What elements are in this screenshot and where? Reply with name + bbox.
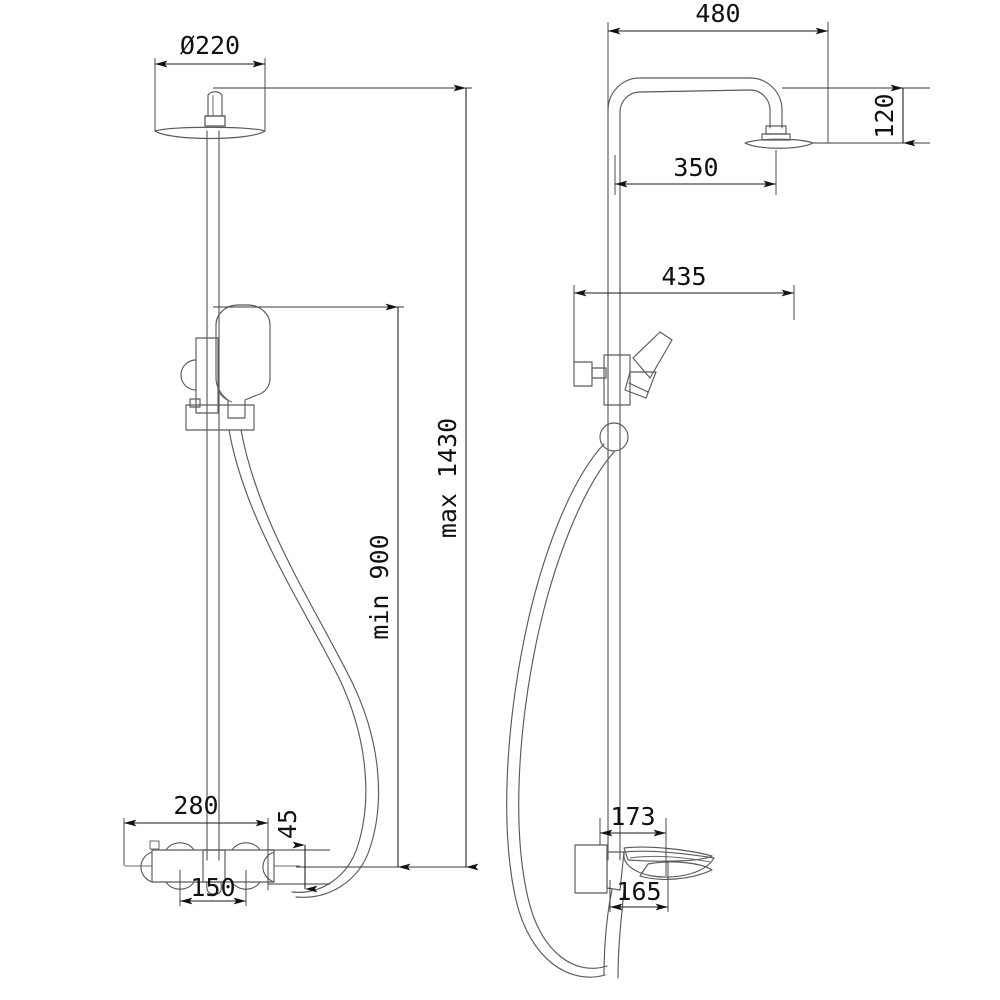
dim-head-diameter: Ø220 (154, 31, 266, 131)
dim-arm-reach: 350 (614, 150, 777, 195)
dim-label-valve-offset: 45 (273, 809, 302, 839)
dim-bracket-reach: 435 (573, 262, 795, 362)
shower-hose-front (228, 429, 380, 898)
dim-label-head-drop: 120 (870, 93, 899, 138)
dim-label-min-height: min 900 (365, 534, 394, 639)
dim-valve-centers: 150 (179, 870, 247, 906)
dim-min-height: min 900 (213, 303, 411, 871)
dim-max-height: max 1430 (213, 84, 479, 871)
dim-head-drop: 120 (782, 84, 930, 147)
dim-spout-reach: 173 (599, 802, 667, 876)
dimensions-front-view: Ø220 max 1430 min 900 280 150 (123, 31, 479, 906)
side-view-geometry (506, 77, 814, 979)
riser-rail-side (607, 299, 621, 861)
dim-spout-under: 165 (609, 862, 669, 912)
handset-front (180, 304, 271, 431)
dim-label-arm-reach: 350 (673, 153, 718, 182)
handset-holder-side (573, 331, 673, 452)
dim-label-max-height: max 1430 (433, 418, 462, 538)
dim-label-bracket-reach: 435 (661, 262, 706, 291)
dim-label-valve-centers: 150 (190, 873, 235, 902)
riser-rail-front (206, 130, 220, 861)
dim-label-arm-total: 480 (695, 0, 740, 28)
dim-label-valve-width: 280 (173, 791, 218, 820)
dim-label-head-diameter: Ø220 (180, 31, 240, 60)
dim-arm-total: 480 (607, 0, 829, 143)
dimensions-side-view: 480 120 350 435 173 (573, 0, 930, 912)
mixer-valve-side (574, 844, 715, 979)
shower-hose-side (506, 443, 615, 978)
dim-valve-width: 280 (123, 791, 269, 890)
dim-label-spout-under: 165 (616, 877, 661, 906)
front-view-geometry (125, 91, 380, 898)
dim-valve-offset: 45 (268, 809, 330, 893)
shower-head-front (154, 91, 266, 140)
dim-label-spout-reach: 173 (610, 802, 655, 831)
shower-arm-side (607, 77, 814, 301)
